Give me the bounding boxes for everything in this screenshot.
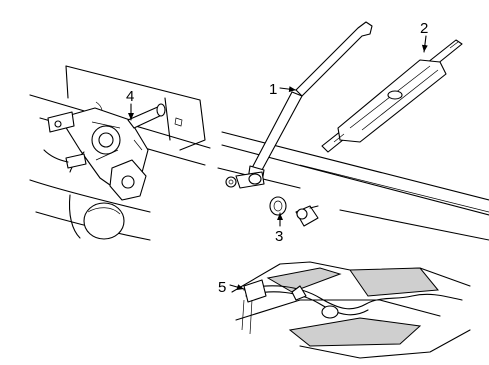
wiring-harness [231,261,471,359]
callout-3: 3 [275,228,283,245]
callout-4: 4 [126,88,134,105]
wiper-blade [321,39,463,153]
nut-and-cap [269,196,319,227]
callout-5: 5 [218,279,226,296]
leader-1 [279,86,297,93]
leader-2 [421,35,428,53]
glass-edge [217,131,489,241]
wiper-motor [43,103,166,201]
liftgate-body-panel [29,65,211,241]
wiper-arm [225,21,373,189]
callout-2: 2 [420,20,428,37]
leader-5 [229,284,245,290]
callout-leaders [128,35,428,290]
callout-labels: 1 2 3 4 5 [126,20,428,296]
callout-1: 1 [269,81,277,98]
